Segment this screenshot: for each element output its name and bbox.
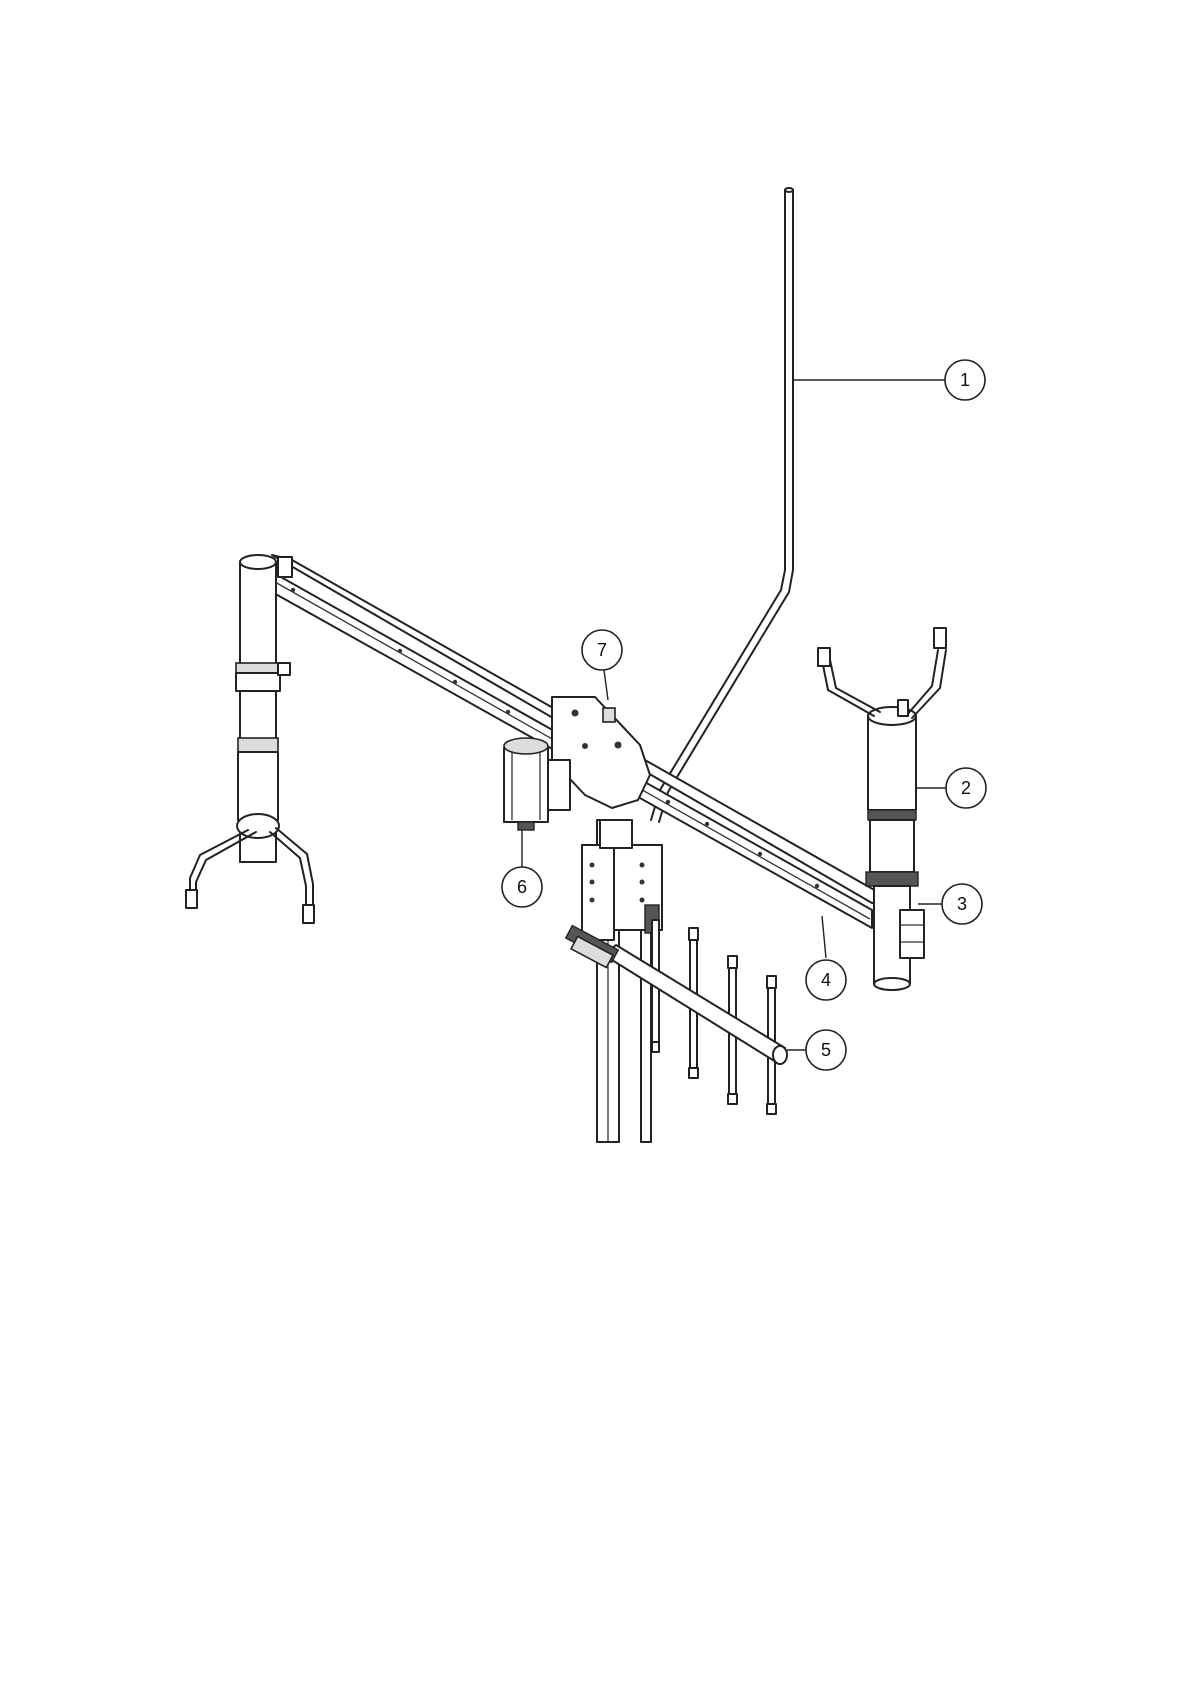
right-sensor bbox=[818, 628, 946, 872]
callout-label-6: 6 bbox=[517, 877, 527, 897]
callout-label-2: 2 bbox=[961, 778, 971, 798]
lightning-rod bbox=[651, 188, 793, 822]
callout-label-1: 1 bbox=[960, 370, 970, 390]
callout-label-3: 3 bbox=[957, 894, 967, 914]
callout-label-5: 5 bbox=[821, 1040, 831, 1060]
callout-label-4: 4 bbox=[821, 970, 831, 990]
left-sensor bbox=[186, 555, 314, 923]
mast-bracket bbox=[582, 820, 662, 940]
callout-label-7: 7 bbox=[597, 640, 607, 660]
right-clamp bbox=[866, 872, 924, 990]
